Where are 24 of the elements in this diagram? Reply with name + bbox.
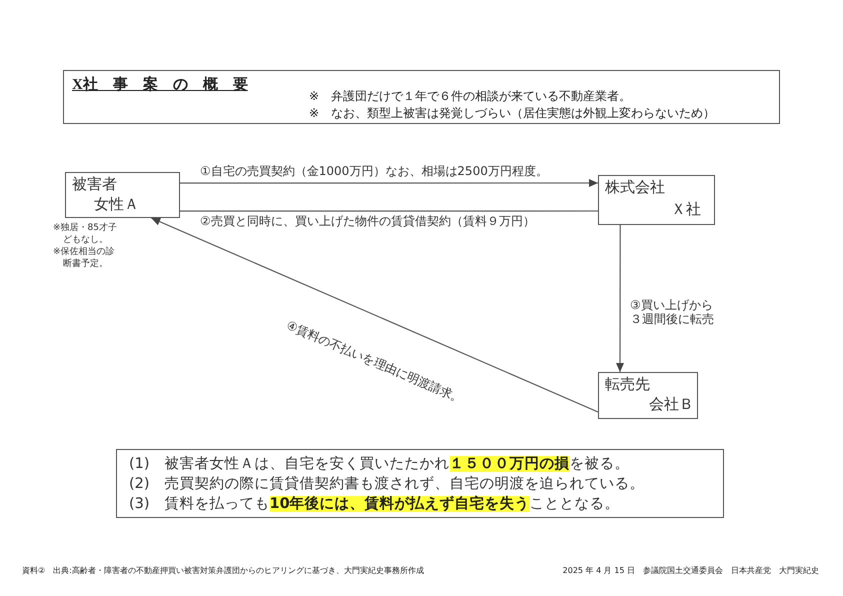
summary-line: (2) 売買契約の際に賃貸借契約書も渡されず、自宅の明渡を迫られている。 <box>129 474 645 493</box>
party-box <box>65 172 180 218</box>
party-name: 女性Ａ <box>94 195 139 214</box>
arrow <box>616 225 624 372</box>
summary-box <box>116 449 724 518</box>
party-name: 被害者 <box>72 175 117 194</box>
party-name: 株式会社 <box>605 178 665 197</box>
side-note: ※独居・85才子どもなし。 <box>53 222 118 246</box>
party-name: 転売先 <box>605 375 650 394</box>
arrow <box>151 218 598 412</box>
party-box <box>598 372 698 419</box>
edge-label: ④賃料の不払いを理由に明渡請求。 <box>284 318 466 406</box>
party-box <box>598 175 715 225</box>
heading: X社 事 案 の 概 要 <box>72 75 248 94</box>
party-name: Ｘ社 <box>671 200 701 219</box>
party-name: 会社Ｂ <box>649 395 694 414</box>
arrow <box>180 179 598 187</box>
note: ※ 弁護団だけで１年で６件の相談が来ている不動産業者。 <box>309 89 632 104</box>
header-box <box>63 70 780 124</box>
side-note: ※保佐相当の診断書予定。 <box>53 246 116 270</box>
footer-note: 資料② 出典:高齢者・障害者の不動産押買い被害対策弁護団からのヒアリングに基づき、大門実紀史事務所作成 <box>22 565 424 576</box>
footer-note: 2025 年 4 月 15 日 参議院国土交通委員会 日本共産党 大門実紀史 <box>562 565 819 576</box>
summary-line: (1) 被害者女性Ａは、自宅を安く買いたたかれ１５００万円の損を被る。 <box>129 454 630 473</box>
note: ※ なお、類型上被害は発覚しづらい（居住実態は外観上変わらないため） <box>309 106 716 121</box>
